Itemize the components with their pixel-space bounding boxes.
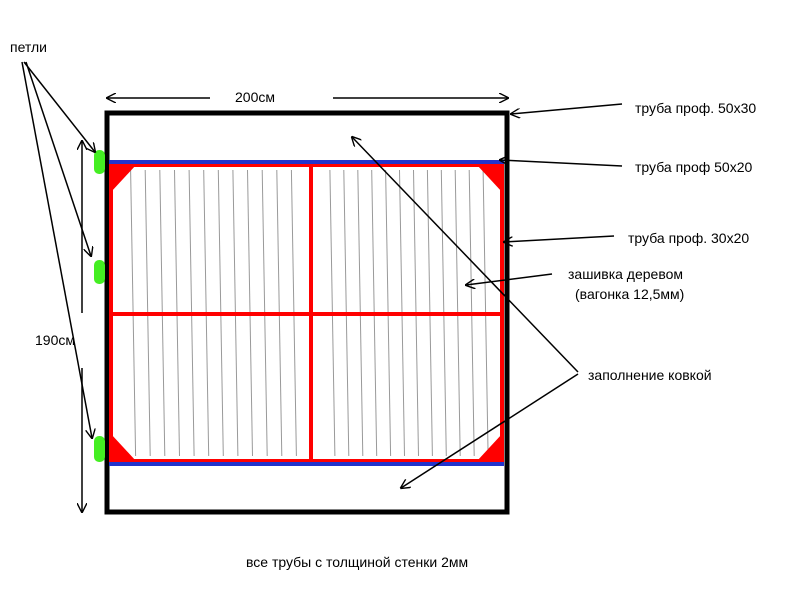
label-height: 190см [35, 332, 75, 348]
outer-frame [104, 110, 510, 515]
label-wood-line2: (вагонка 12,5мм) [575, 286, 684, 302]
label-pipe-30x20: труба проф. 30х20 [628, 230, 749, 246]
label-forging: заполнение ковкой [588, 367, 712, 383]
label-footnote: все трубы с толщиной стенки 2мм [246, 554, 468, 570]
hinge-middle [94, 260, 105, 284]
label-width: 200см [235, 89, 275, 105]
label-arrows [352, 103, 623, 488]
label-hinges: петли [10, 39, 47, 55]
dimension-arrows [82, 98, 508, 512]
label-pipe-50x30: труба проф. 50х30 [635, 100, 756, 116]
label-wood-line1: зашивка деревом [568, 266, 683, 282]
hinge-bottom [94, 436, 105, 462]
label-pipe-50x20: труба проф 50х20 [635, 159, 752, 175]
red-inner-frame [109, 163, 504, 463]
hinge-arrows [21, 61, 95, 438]
hinge-top [94, 150, 105, 174]
corner-gussets [111, 165, 502, 461]
hinges [94, 150, 105, 462]
